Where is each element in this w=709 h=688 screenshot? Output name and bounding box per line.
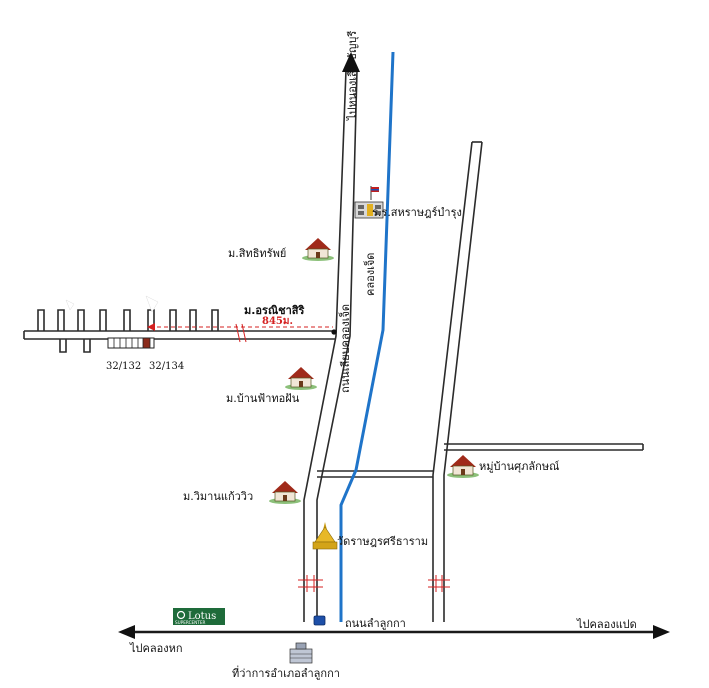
label-temple: วัดราษฎรศรีธาราม [337,535,428,548]
label-village-banfa: ม.บ้านฟ้าทอฝัน [226,392,300,405]
khlong-jet-canal [339,51,395,622]
lotus-name: Lotus [188,611,216,622]
store-square-icon [313,615,326,626]
label-road-top: ไปหนองเสือ-ธัญบุรี [346,31,359,121]
label-road-left-vertical: ถนนเลียบคลองเจ็ด [338,304,352,393]
temple-icon [312,522,338,550]
label-school: ร.ร.สหราษฎร์บำรุง [372,206,462,219]
road-crossings [298,575,450,592]
school-building-icon [354,186,384,219]
label-village-wiman: ม.วิมานแก้ววิว [183,490,253,503]
label-to-khlong-pad: ไปคลองแปด [576,618,637,631]
left-soi [23,295,336,353]
distance-marker [147,323,337,343]
label-house-b: 32/134 [149,361,184,372]
label-village-suphalak: หมู่บ้านศุภลักษณ์ [479,460,559,473]
label-to-khlong-hok: ไปคลองหก [129,642,183,655]
lotus-sub: SUPERCENTER [175,620,206,625]
label-district-office: ที่ว่าการอำเภอลำลูกกา [232,665,340,680]
cross-road [317,470,433,478]
lamlukka-road [118,625,670,639]
lotus-logo-icon: Lotus SUPERCENTER [173,608,225,625]
house-icon [285,367,317,390]
label-distance: 845ม. [262,316,293,327]
house-block [107,337,155,349]
label-house-a: 32/132 [106,361,141,372]
office-building-icon [289,642,313,664]
house-icon [447,455,479,478]
house-icon [302,238,334,261]
label-target-village: ม.อรณิชาสิริ [244,304,305,317]
suphalak-road [444,443,644,451]
label-canal: คลองเจ็ด [363,253,377,296]
label-village-sittisap: ม.สิทธิทรัพย์ [228,247,286,260]
right-road [432,141,483,622]
house-icon [269,481,301,504]
label-road-lamlukka: ถนนลำลูกกา [345,617,406,630]
main-road-north [303,52,360,622]
